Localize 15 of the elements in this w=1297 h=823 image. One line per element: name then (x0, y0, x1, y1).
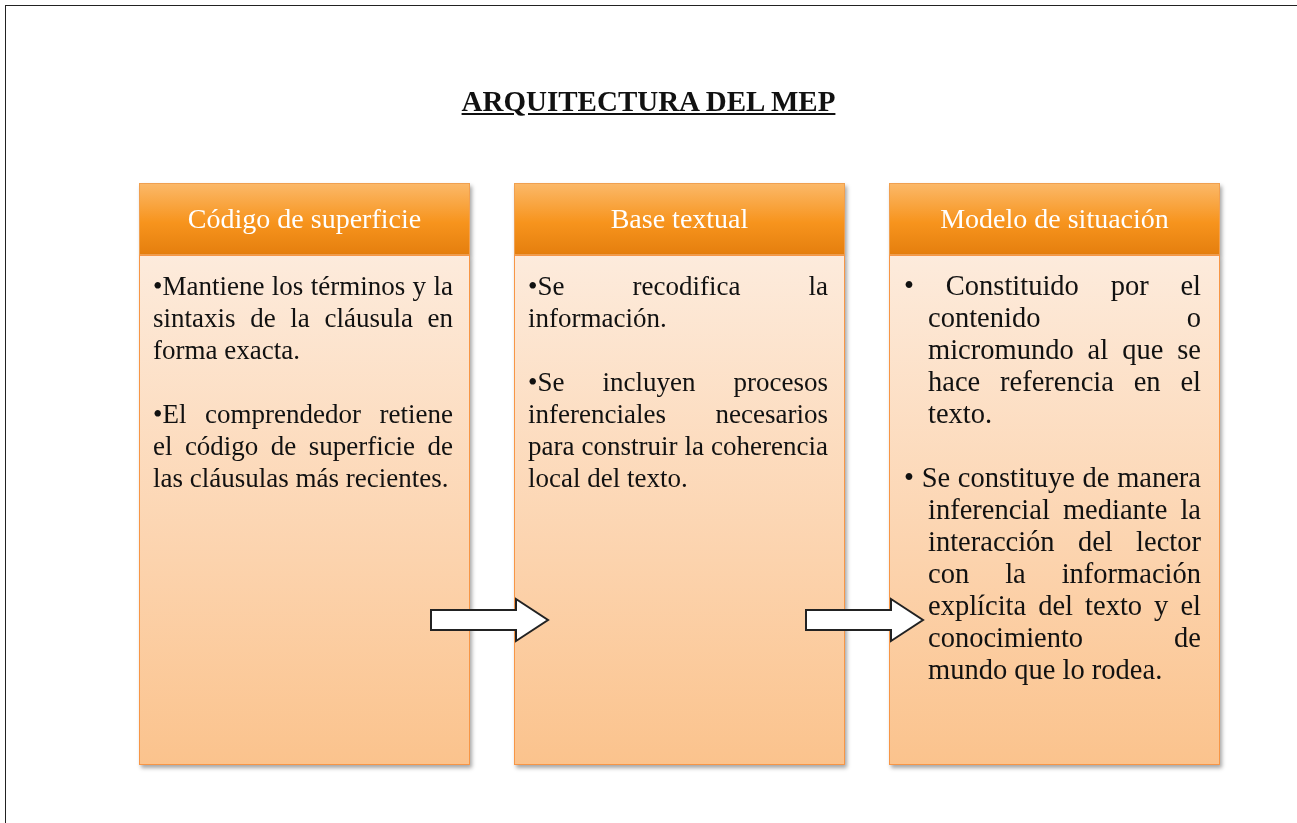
bullet-text: •Se recodifica la información. (528, 270, 828, 334)
block-arrow (805, 597, 925, 643)
column-header: Código de superficie (139, 183, 470, 255)
column-panel (139, 255, 470, 765)
column-header: Base textual (514, 183, 845, 255)
bullet-text: •Mantiene los términos y la sintaxis de la cláusula en forma exacta. (153, 270, 453, 366)
bullet-text: • Constituido por el contenido o micromundo al que se hace referencia en el texto. (904, 270, 1201, 430)
bullet-text: •Se incluyen procesos inferenciales necesarios para construir la coherencia local del texto. (528, 366, 828, 494)
diagram-title: ARQUITECTURA DEL MEP (460, 85, 837, 118)
block-arrow (430, 597, 550, 643)
column-header: Modelo de situación (889, 183, 1220, 255)
column-panel (889, 255, 1220, 765)
bullet-text: •El comprendedor retiene el código de superficie de las cláusulas más recientes. (153, 398, 453, 494)
bullet-text: • Se constituye de manera inferencial mediante la interacción del lector con la información explícita del texto y el conocimiento de mundo que lo rodea. (904, 462, 1201, 686)
column-panel (514, 255, 845, 765)
